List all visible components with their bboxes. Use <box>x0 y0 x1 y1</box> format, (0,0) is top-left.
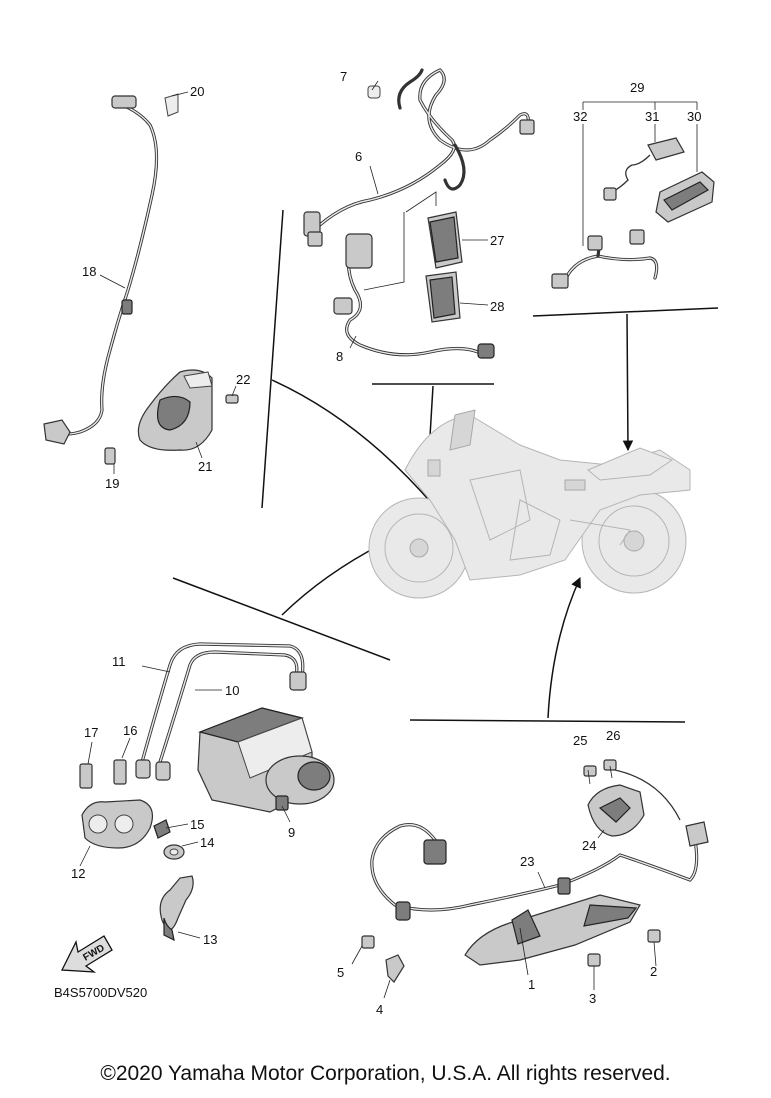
callout-15: 15 <box>190 817 204 832</box>
section-dividers <box>172 209 719 723</box>
callout-28: 28 <box>490 299 504 314</box>
part-chain-guard <box>464 894 661 967</box>
diagram-code: B4S5700DV520 <box>54 985 147 1000</box>
motorcycle-illustration <box>368 409 691 599</box>
callout-24: 24 <box>582 838 596 853</box>
part-sensor-bracket <box>137 369 239 451</box>
callout-32: 32 <box>573 109 587 124</box>
callout-5: 5 <box>337 965 344 980</box>
callout-29: 29 <box>630 80 644 95</box>
callout-leaders <box>79 80 657 999</box>
callout-17: 17 <box>84 725 98 740</box>
callout-13: 13 <box>203 932 217 947</box>
callout-4: 4 <box>376 1002 383 1017</box>
callout-labels: 1 2 3 4 5 6 7 8 9 10 11 12 13 14 15 16 1… <box>71 69 701 1017</box>
part-sensor-bracket-rear <box>583 759 681 837</box>
callout-19: 19 <box>105 476 119 491</box>
callout-10: 10 <box>225 683 239 698</box>
callout-21: 21 <box>198 459 212 474</box>
callout-6: 6 <box>355 149 362 164</box>
part-rear-wheel-sensor-lead <box>361 821 709 983</box>
callout-27: 27 <box>490 233 504 248</box>
part-immobilizer-group <box>551 101 715 289</box>
callout-18: 18 <box>82 264 96 279</box>
callout-20: 20 <box>190 84 204 99</box>
callout-31: 31 <box>645 109 659 124</box>
callout-22: 22 <box>236 372 250 387</box>
part-ecu-group <box>363 191 463 323</box>
callout-30: 30 <box>687 109 701 124</box>
callout-3: 3 <box>589 991 596 1006</box>
part-sub-wire-harness <box>303 68 535 247</box>
callout-2: 2 <box>650 964 657 979</box>
callout-16: 16 <box>123 723 137 738</box>
part-wire-harness <box>333 233 495 359</box>
callout-12: 12 <box>71 866 85 881</box>
callout-23: 23 <box>520 854 534 869</box>
callout-26: 26 <box>606 728 620 743</box>
callout-9: 9 <box>288 825 295 840</box>
fwd-arrow-icon: FWD <box>60 935 113 973</box>
callout-7: 7 <box>340 69 347 84</box>
part-hydraulic-unit <box>135 642 335 813</box>
callout-11: 11 <box>112 654 126 669</box>
callout-1: 1 <box>528 977 535 992</box>
parts-diagram: FWD 1 2 3 4 5 6 <box>43 68 719 1017</box>
part-front-wheel-sensor-lead <box>43 93 179 465</box>
copyright-notice: ©2020 Yamaha Motor Corporation, U.S.A. A… <box>100 1062 671 1085</box>
callout-14: 14 <box>200 835 214 850</box>
callout-8: 8 <box>336 349 343 364</box>
callout-25: 25 <box>573 733 587 748</box>
part-brake-sensor-assembly <box>79 759 194 942</box>
